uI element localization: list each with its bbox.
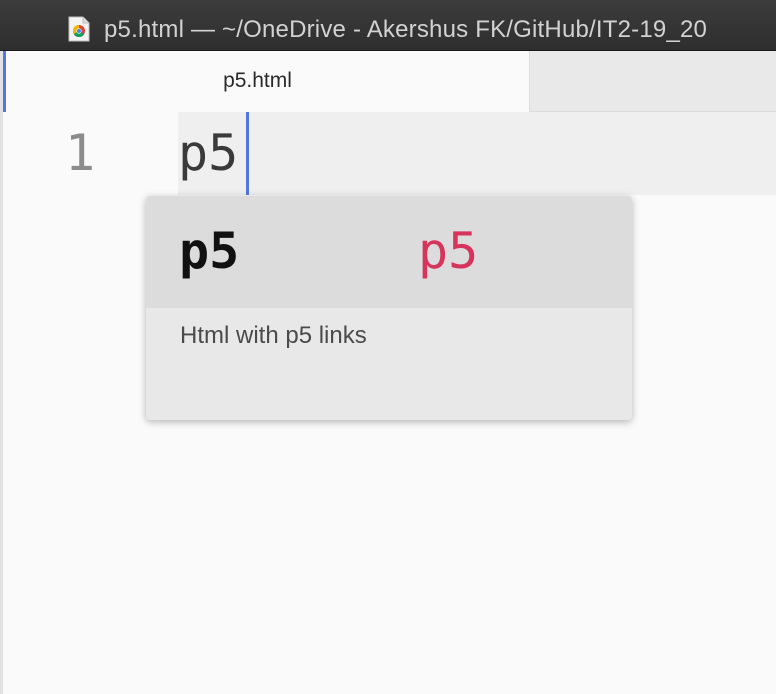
editor-left-border [0,51,3,694]
tab-label: p5.html [223,69,292,92]
suggestion-description: Html with p5 links [180,322,367,349]
autocomplete-item-selected[interactable]: p5 p5 [146,196,632,308]
chrome-file-icon [68,16,90,42]
autocomplete-popup: p5 p5 Html with p5 links [146,196,632,420]
title-bar[interactable]: p5.html — ~/OneDrive - Akershus FK/GitHu… [0,0,776,51]
suggestion-name: p5 [179,222,240,280]
tab-bar: p5.html [0,51,776,112]
suggestion-kind: p5 [418,222,479,280]
code-line[interactable]: p5 [178,124,239,182]
text-cursor [246,112,249,195]
current-line-highlight [178,112,776,195]
window-title: p5.html — ~/OneDrive - Akershus FK/GitHu… [104,16,708,43]
line-number: 1 [65,124,96,182]
tab-p5-html[interactable]: p5.html [3,51,530,112]
